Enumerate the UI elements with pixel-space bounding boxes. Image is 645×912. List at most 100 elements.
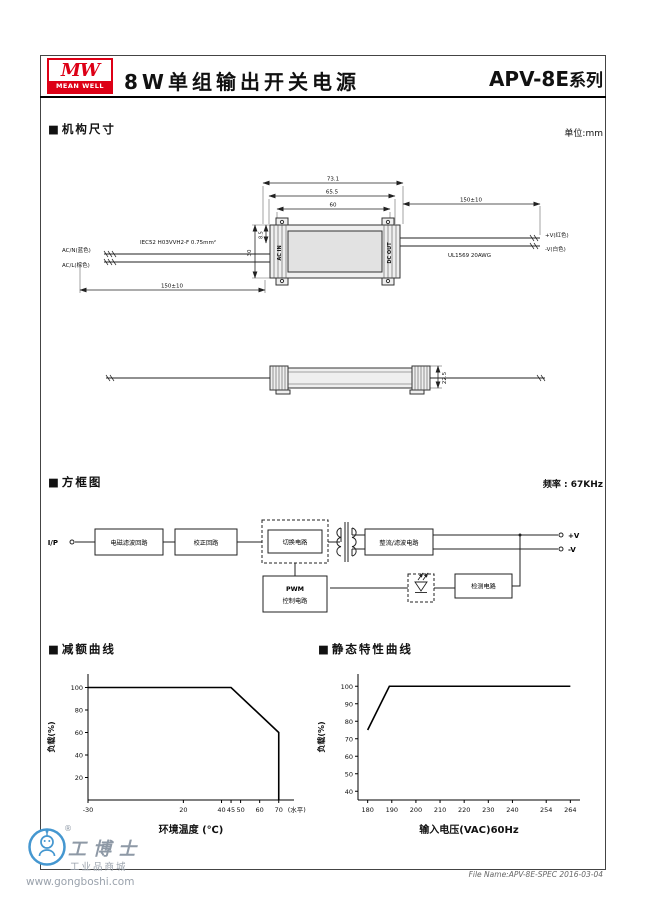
svg-text:50: 50 xyxy=(236,806,244,814)
watermark-subbrand: 工业品商城 xyxy=(70,862,128,873)
v-plus-label: +V(红色) xyxy=(545,231,569,239)
svg-text:254: 254 xyxy=(540,806,552,814)
svg-text:240: 240 xyxy=(506,806,518,814)
series-title: APV-8E系列 xyxy=(489,66,603,91)
svg-text:负载(%): 负载(%) xyxy=(316,721,326,752)
svg-text:50: 50 xyxy=(345,770,353,778)
svg-text:100: 100 xyxy=(71,684,83,692)
svg-text:40: 40 xyxy=(75,752,83,760)
svg-text:60: 60 xyxy=(256,806,264,814)
cables-top-view xyxy=(104,237,540,263)
pfc-label: 校正回路 xyxy=(194,539,220,547)
output-minus-terminal xyxy=(558,546,564,552)
dc-out-label: DC OUT xyxy=(387,242,393,264)
svg-text:60: 60 xyxy=(75,729,83,737)
section-mech-label: 机构尺寸 xyxy=(61,122,116,136)
out-minus-label: -V xyxy=(568,546,576,554)
header-divider xyxy=(40,96,606,98)
svg-text:230: 230 xyxy=(482,806,494,814)
output-plus-terminal xyxy=(558,532,564,538)
registered-mark: ® xyxy=(64,824,72,833)
pwm-label-line1: PWM xyxy=(286,585,304,593)
section-block-title: ■方框图 xyxy=(48,474,102,490)
meanwell-logo-letters: MW xyxy=(60,59,100,81)
mechanical-drawing: 73.1 65.5 60 150±10 150±10 30 8.5 22.5 I… xyxy=(62,177,569,395)
svg-text:20: 20 xyxy=(75,774,83,782)
svg-text:264: 264 xyxy=(564,806,576,814)
detection-label: 检测电路 xyxy=(471,583,497,591)
output-cable-spec-label: UL1569 20AWG xyxy=(448,253,491,259)
svg-text:220: 220 xyxy=(458,806,470,814)
dimension-extension-lines xyxy=(79,186,541,389)
out-plus-label: +V xyxy=(568,532,580,540)
svg-text:45: 45 xyxy=(227,806,235,814)
section-mech-title: ■机构尺寸 xyxy=(48,121,116,137)
psu-side-view xyxy=(269,365,431,395)
svg-text:70: 70 xyxy=(275,806,283,814)
cable-tips xyxy=(103,234,539,266)
dim-output-cable: 150±10 xyxy=(460,198,483,204)
dim-input-cable: 150±10 xyxy=(161,284,184,290)
svg-text:200: 200 xyxy=(410,806,422,814)
dim-inner-width: 60 xyxy=(330,203,337,209)
svg-text:负载(%): 负载(%) xyxy=(46,721,56,752)
section-static-label: 静态特性曲线 xyxy=(331,642,413,656)
junction-dot xyxy=(518,533,522,537)
dim-depth: 22.5 xyxy=(442,371,448,384)
dimension-lines xyxy=(79,180,541,389)
svg-text:180: 180 xyxy=(361,806,373,814)
cable-tips-side xyxy=(105,374,546,382)
svg-text:80: 80 xyxy=(345,718,353,726)
dim-overall-width: 73.1 xyxy=(327,177,339,183)
section-derating-label: 减额曲线 xyxy=(61,642,116,656)
unit-note: 单位:mm xyxy=(564,129,603,139)
v-minus-label: -V(白色) xyxy=(545,245,566,253)
file-info: File Name:APV-8E-SPEC 2016-03-04 xyxy=(468,870,603,879)
psu-top-view xyxy=(269,217,401,286)
svg-text:(水平): (水平) xyxy=(288,805,306,814)
section-block-label: 方框图 xyxy=(61,475,103,489)
input-terminal xyxy=(69,539,75,545)
ac-l-label: AC/L(棕色) xyxy=(62,261,90,269)
svg-text:190: 190 xyxy=(386,806,398,814)
wire-labels: IEC52 H03VVH2-F 0.75mm² AC/N(蓝色) AC/L(棕色… xyxy=(62,231,569,269)
transformer-icon xyxy=(336,522,357,562)
pwm-label-line2: 控制电路 xyxy=(283,597,309,605)
section-marker-icon: ■ xyxy=(48,642,59,656)
svg-text:70: 70 xyxy=(345,735,353,743)
dim-height: 30 xyxy=(247,249,253,256)
series-suffix: 系列 xyxy=(569,71,603,91)
dim-ear: 8.5 xyxy=(259,231,265,239)
meanwell-logo: MW MEAN WELL xyxy=(47,58,113,94)
svg-text:输入电压(VAC)60Hz: 输入电压(VAC)60Hz xyxy=(419,823,519,836)
svg-text:100: 100 xyxy=(341,683,353,691)
watermark-url: www.gongboshi.com xyxy=(26,876,135,888)
input-label: I/P xyxy=(48,539,58,547)
rectifier-label: 整流/滤波电路 xyxy=(379,539,419,547)
svg-text:210: 210 xyxy=(434,806,446,814)
svg-text:80: 80 xyxy=(75,707,83,715)
block-wires xyxy=(75,534,558,589)
series-code: APV-8E xyxy=(488,67,569,91)
section-marker-icon: ■ xyxy=(48,122,59,136)
dimension-labels: 73.1 65.5 60 150±10 150±10 30 8.5 22.5 xyxy=(161,177,483,385)
frequency-note: 频率 : 67KHz xyxy=(542,480,603,490)
svg-text:90: 90 xyxy=(345,700,353,708)
svg-text:环境温度 (℃): 环境温度 (℃) xyxy=(159,823,224,836)
page-border xyxy=(40,55,606,870)
meanwell-logo-brand: MEAN WELL xyxy=(49,81,111,92)
switching-label: 切换电路 xyxy=(283,539,309,547)
watermark-brand: 工博士 xyxy=(68,839,143,860)
input-cable-spec-label: IEC52 H03VVH2-F 0.75mm² xyxy=(140,239,216,246)
ac-n-label: AC/N(蓝色) xyxy=(62,246,91,254)
section-static-title: ■静态特性曲线 xyxy=(318,641,413,657)
page-title: 8W单组输出开关电源 xyxy=(124,70,360,94)
svg-text:40: 40 xyxy=(345,788,353,796)
gongboshi-logo xyxy=(28,828,66,866)
dim-body-width: 65.5 xyxy=(326,190,339,196)
svg-text:20: 20 xyxy=(179,806,187,814)
svg-text:40: 40 xyxy=(217,806,225,814)
